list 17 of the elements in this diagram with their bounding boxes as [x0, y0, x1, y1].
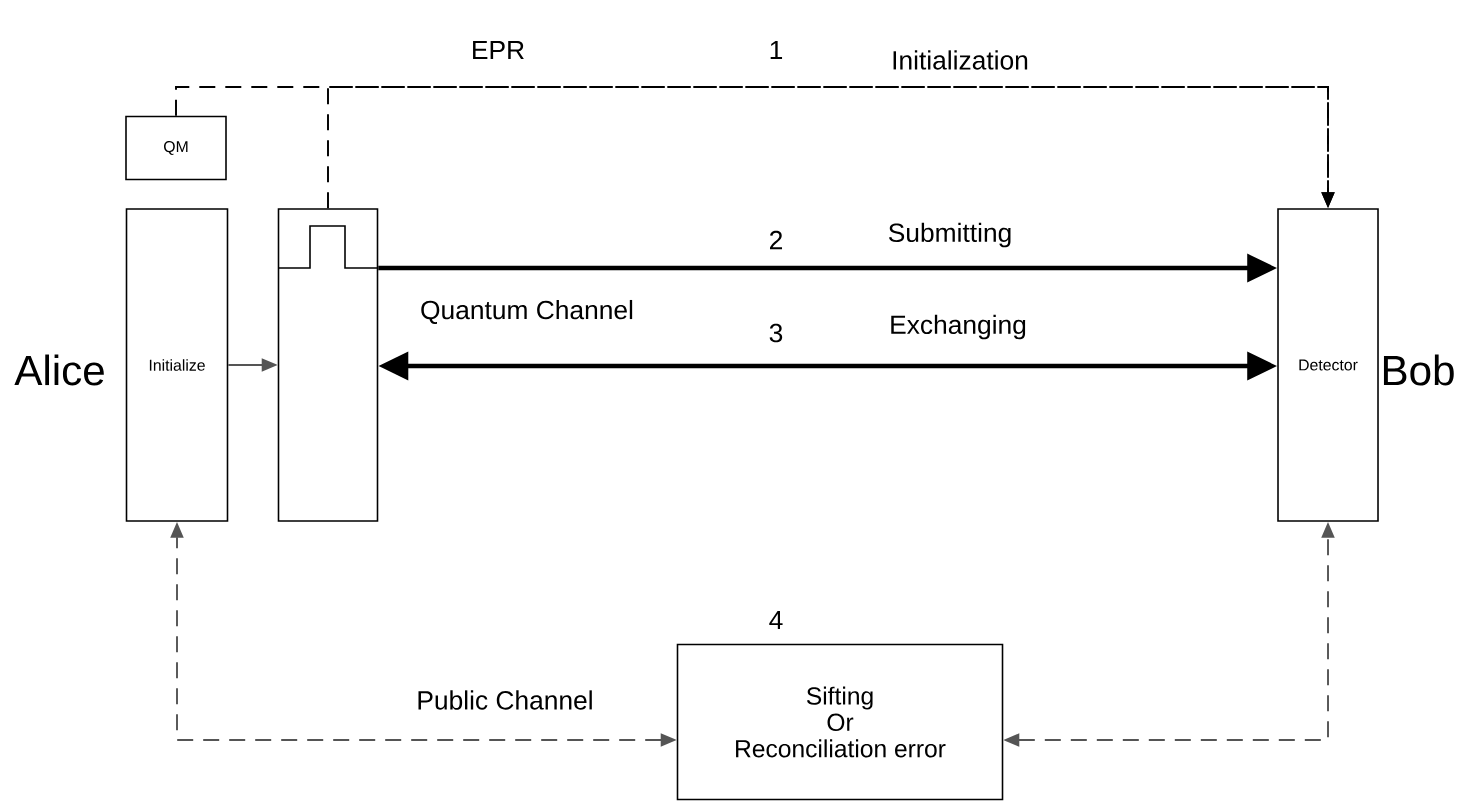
channel-label: 1: [770, 40, 783, 60]
process-box: Detector: [1277, 208, 1379, 522]
side-label: Alice: [14, 354, 104, 386]
process-box: Initialize: [125, 208, 229, 522]
channel-label: Quantum Channel: [421, 299, 633, 325]
edge-label: Exchanging: [887, 312, 1029, 342]
edge-label: Submitting: [886, 220, 1015, 250]
side-label: 4: [769, 610, 783, 630]
edge-label: Public Channel: [414, 688, 596, 712]
process-box: Sifting Or Reconciliation error: [676, 643, 1004, 801]
channel-label: EPR: [473, 40, 524, 60]
source-box: [277, 208, 379, 522]
side-label: Bob: [1383, 354, 1454, 386]
channel-label: 2: [770, 230, 782, 250]
channel-label: 3: [769, 323, 783, 343]
edge-label: Initialization: [889, 48, 1031, 72]
process-box: QM: [125, 115, 227, 181]
